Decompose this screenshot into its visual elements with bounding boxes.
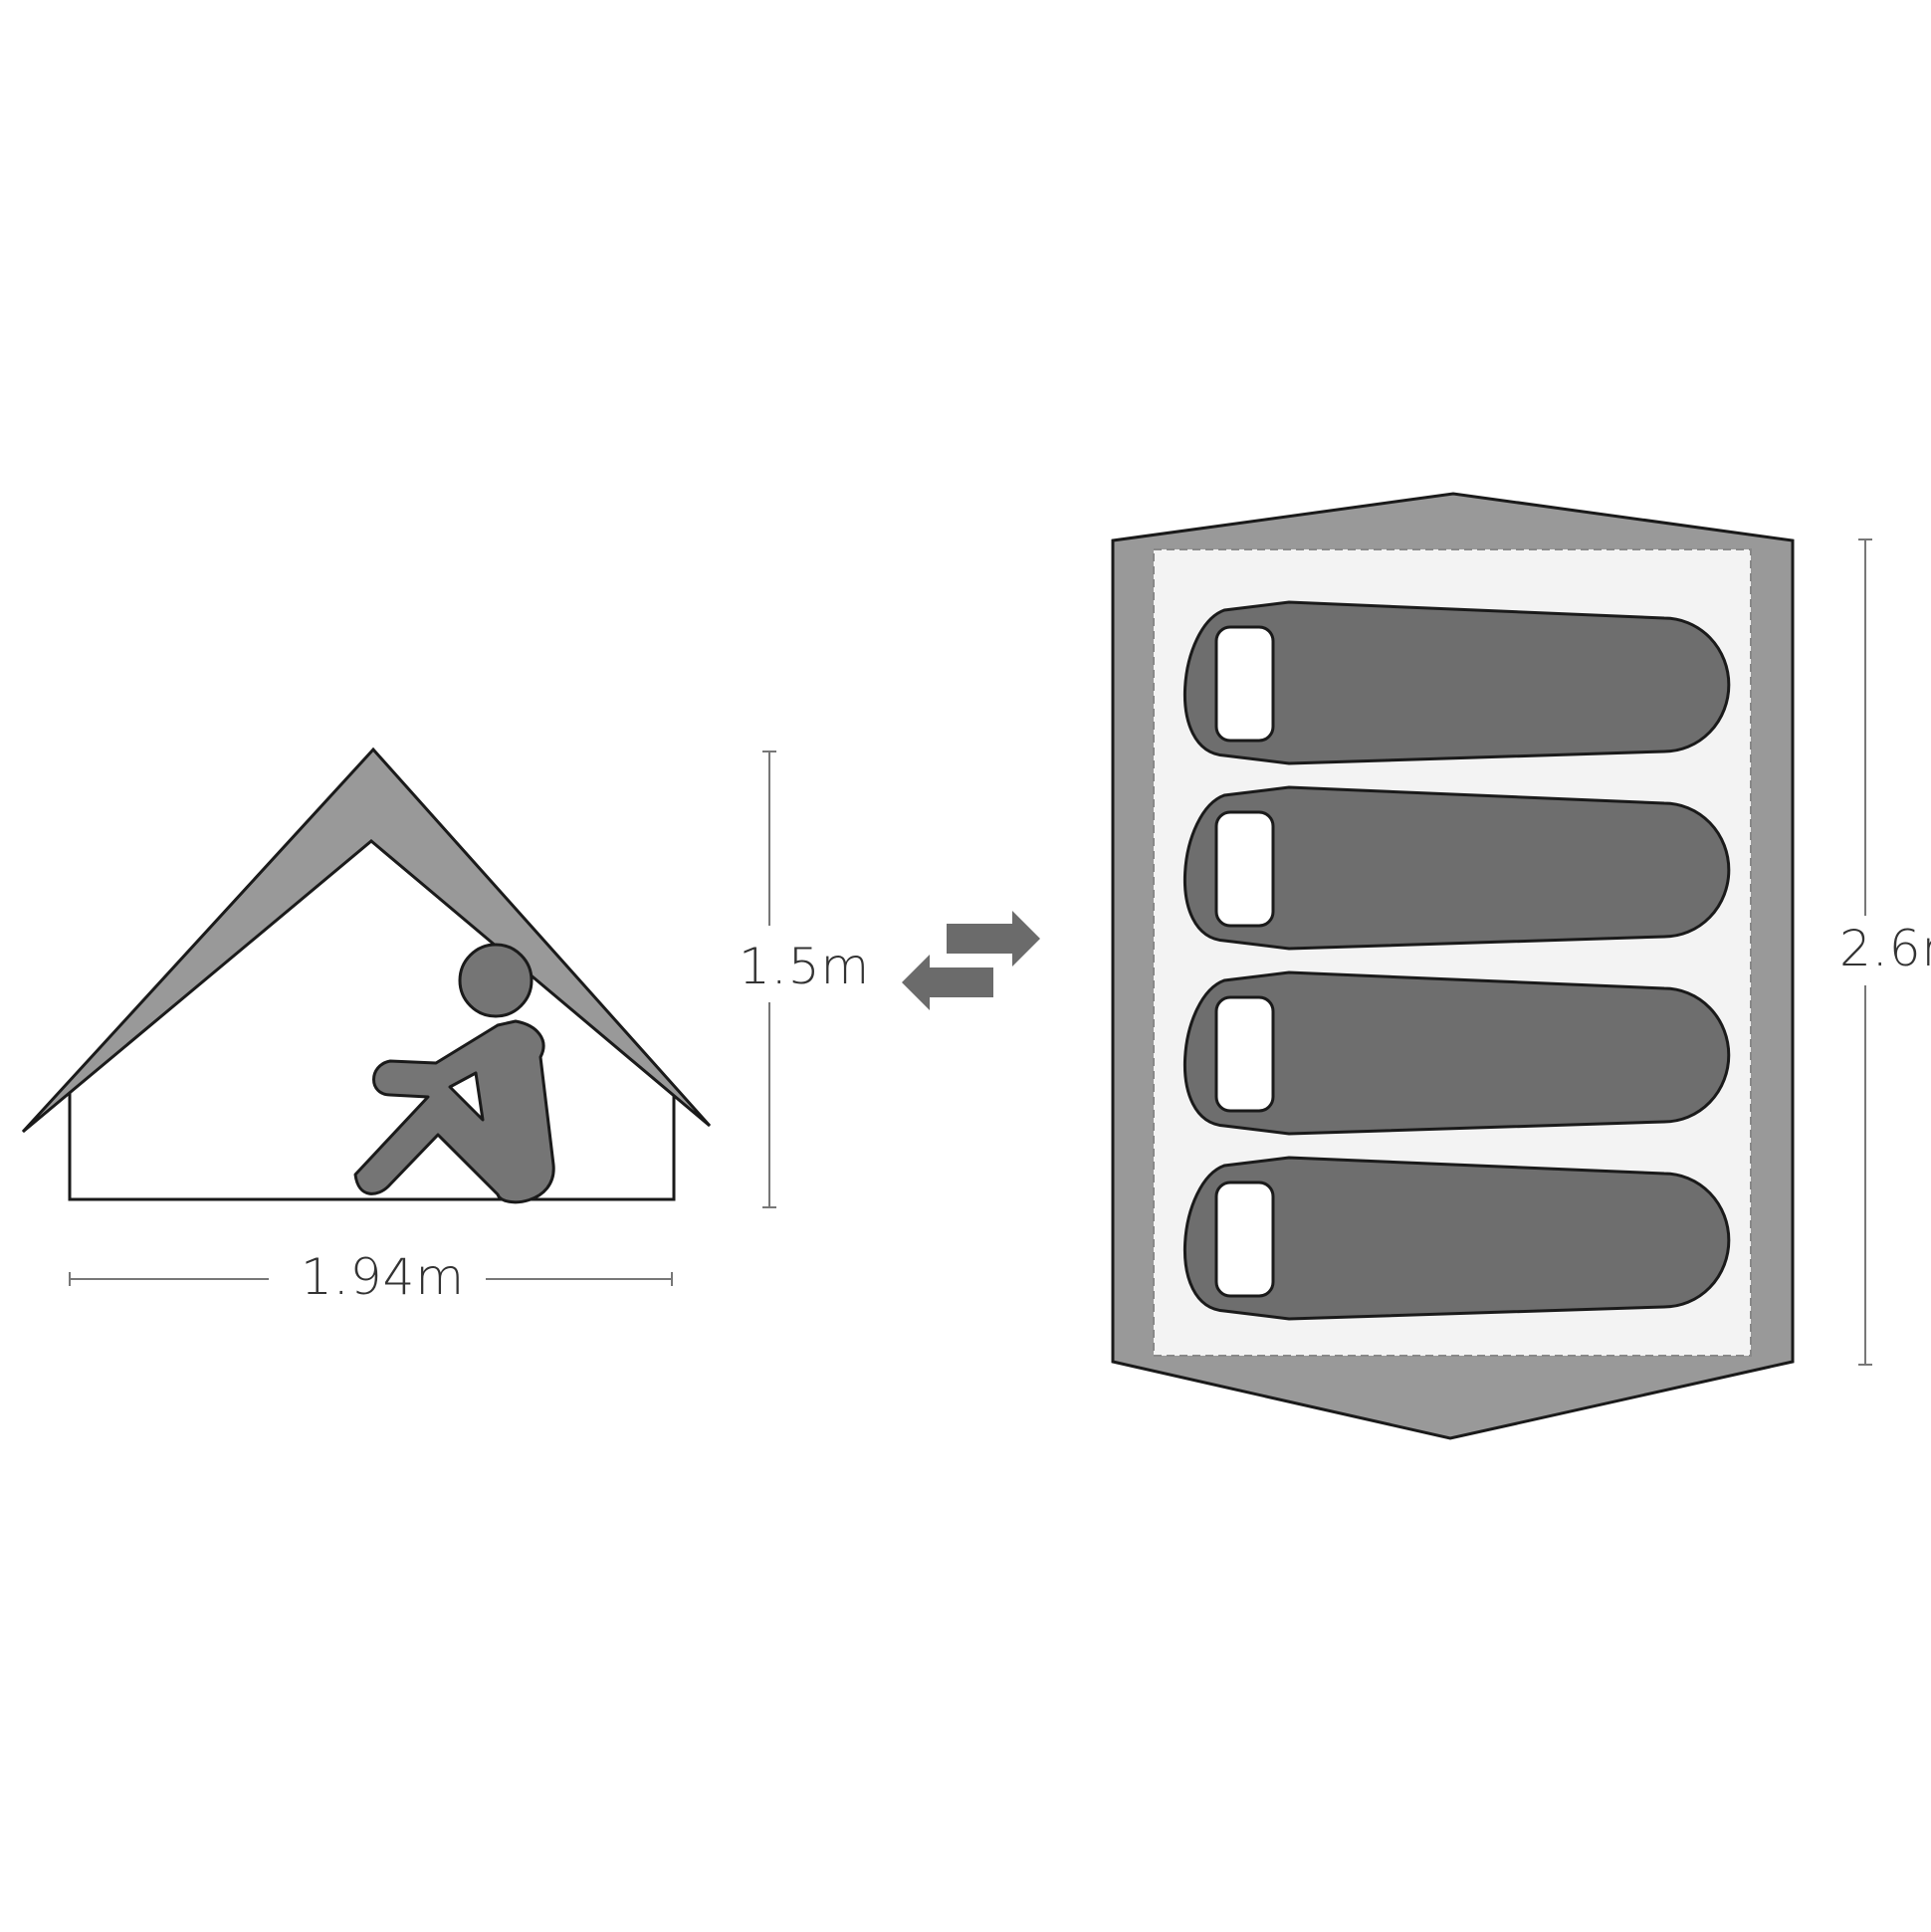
- length-dimension: [1858, 538, 1872, 1366]
- sleeping-bag-pillow: [1214, 995, 1275, 1113]
- seated-person-icon: [353, 943, 555, 1204]
- swap-arrows-icon: [902, 911, 1040, 1010]
- sleeping-bags: [1183, 600, 1731, 1321]
- sleeping-bag: [1183, 1156, 1731, 1321]
- arrow-right: [947, 911, 1040, 966]
- height-dimension: [762, 751, 776, 1208]
- width-label: 1.94m: [301, 1248, 465, 1306]
- sleeping-bag: [1183, 970, 1731, 1136]
- sleeping-bag: [1183, 600, 1731, 765]
- person-head: [458, 943, 534, 1018]
- height-label: 1.5m: [739, 938, 870, 995]
- tent-fly: [21, 747, 712, 1134]
- tent-top-view: [1111, 492, 1795, 1440]
- length-label: 2.6m: [1839, 920, 1931, 977]
- arrow-left: [902, 955, 993, 1010]
- sleeping-bag-pillow: [1214, 810, 1275, 928]
- person-arm-gap: [448, 1071, 485, 1122]
- sleeping-bag-pillow: [1214, 625, 1275, 743]
- person-body: [353, 1019, 555, 1204]
- sleeping-bag: [1183, 785, 1731, 951]
- width-dimension: [69, 1272, 673, 1286]
- sleeping-bag-pillow: [1214, 1181, 1275, 1298]
- tent-side-view: [21, 747, 712, 1204]
- tent-wall-outline: [68, 1091, 676, 1201]
